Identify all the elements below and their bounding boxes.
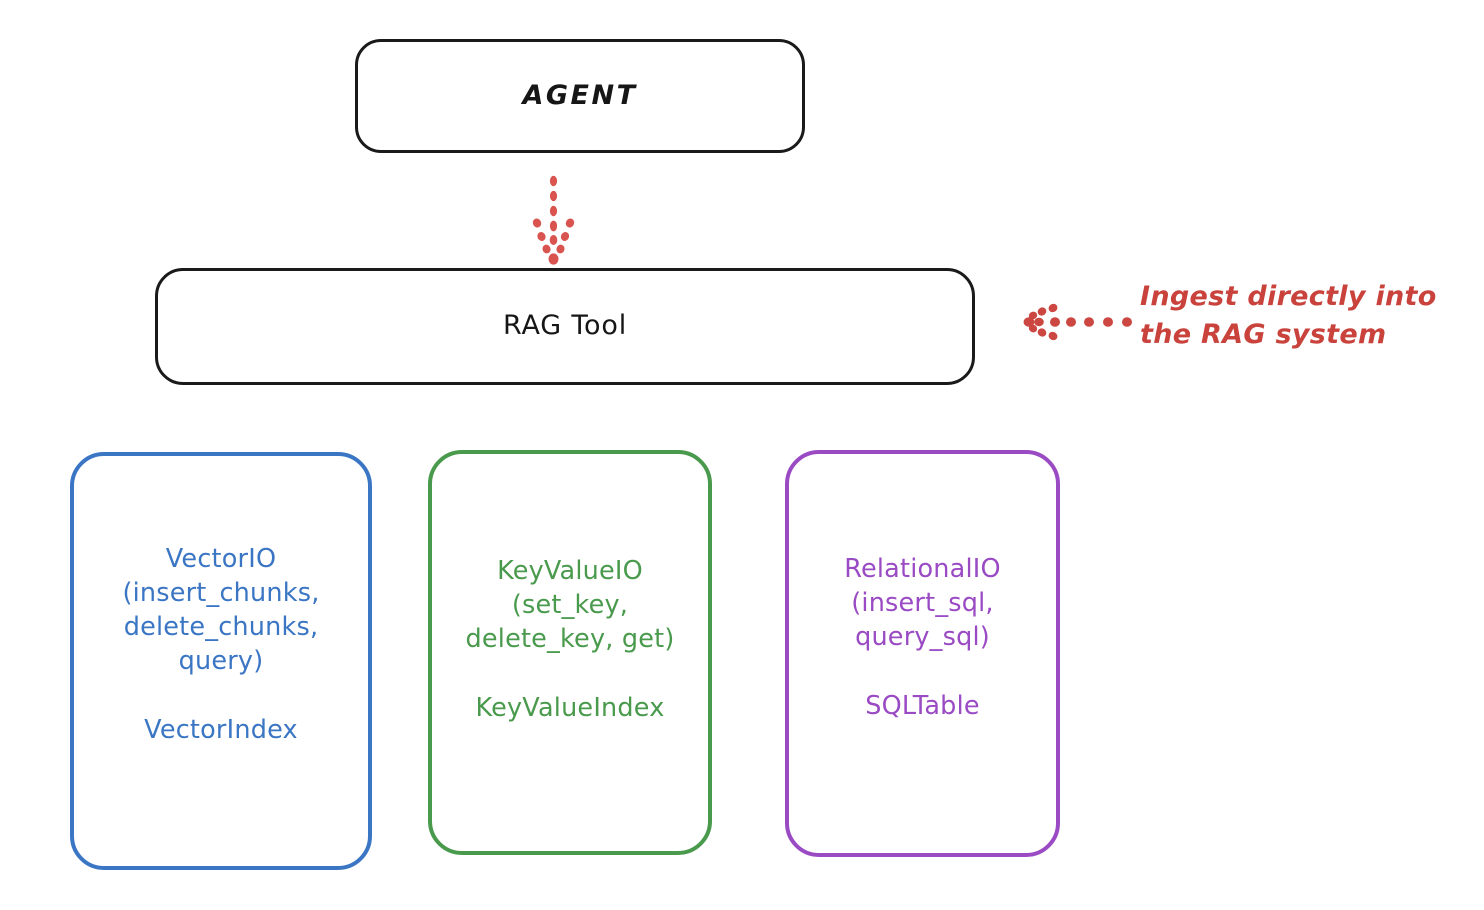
node-vector-io-label: VectorIO (insert_chunks, delete_chunks, … [122, 544, 320, 745]
node-vector-io[interactable]: VectorIO (insert_chunks, delete_chunks, … [70, 452, 372, 870]
node-relational-io-label: RelationalIO (insert_sql, query_sql) SQL… [844, 554, 1001, 721]
node-agent[interactable]: AGENT [355, 39, 805, 153]
connector-agent-to-rag-tool [532, 175, 575, 265]
annotation-ingest: Ingest directly into the RAG system [1140, 281, 1437, 351]
node-rag-tool[interactable]: RAG Tool [155, 268, 975, 385]
node-agent-label: AGENT [522, 79, 638, 111]
node-key-value-io-label: KeyValueIO (set_key, delete_key, get) Ke… [465, 556, 675, 723]
node-key-value-io[interactable]: KeyValueIO (set_key, delete_key, get) Ke… [428, 450, 712, 855]
connector-annotation-to-rag-tool [1023, 303, 1132, 341]
node-relational-io[interactable]: RelationalIO (insert_sql, query_sql) SQL… [785, 450, 1060, 857]
node-rag-tool-label: RAG Tool [502, 310, 627, 342]
